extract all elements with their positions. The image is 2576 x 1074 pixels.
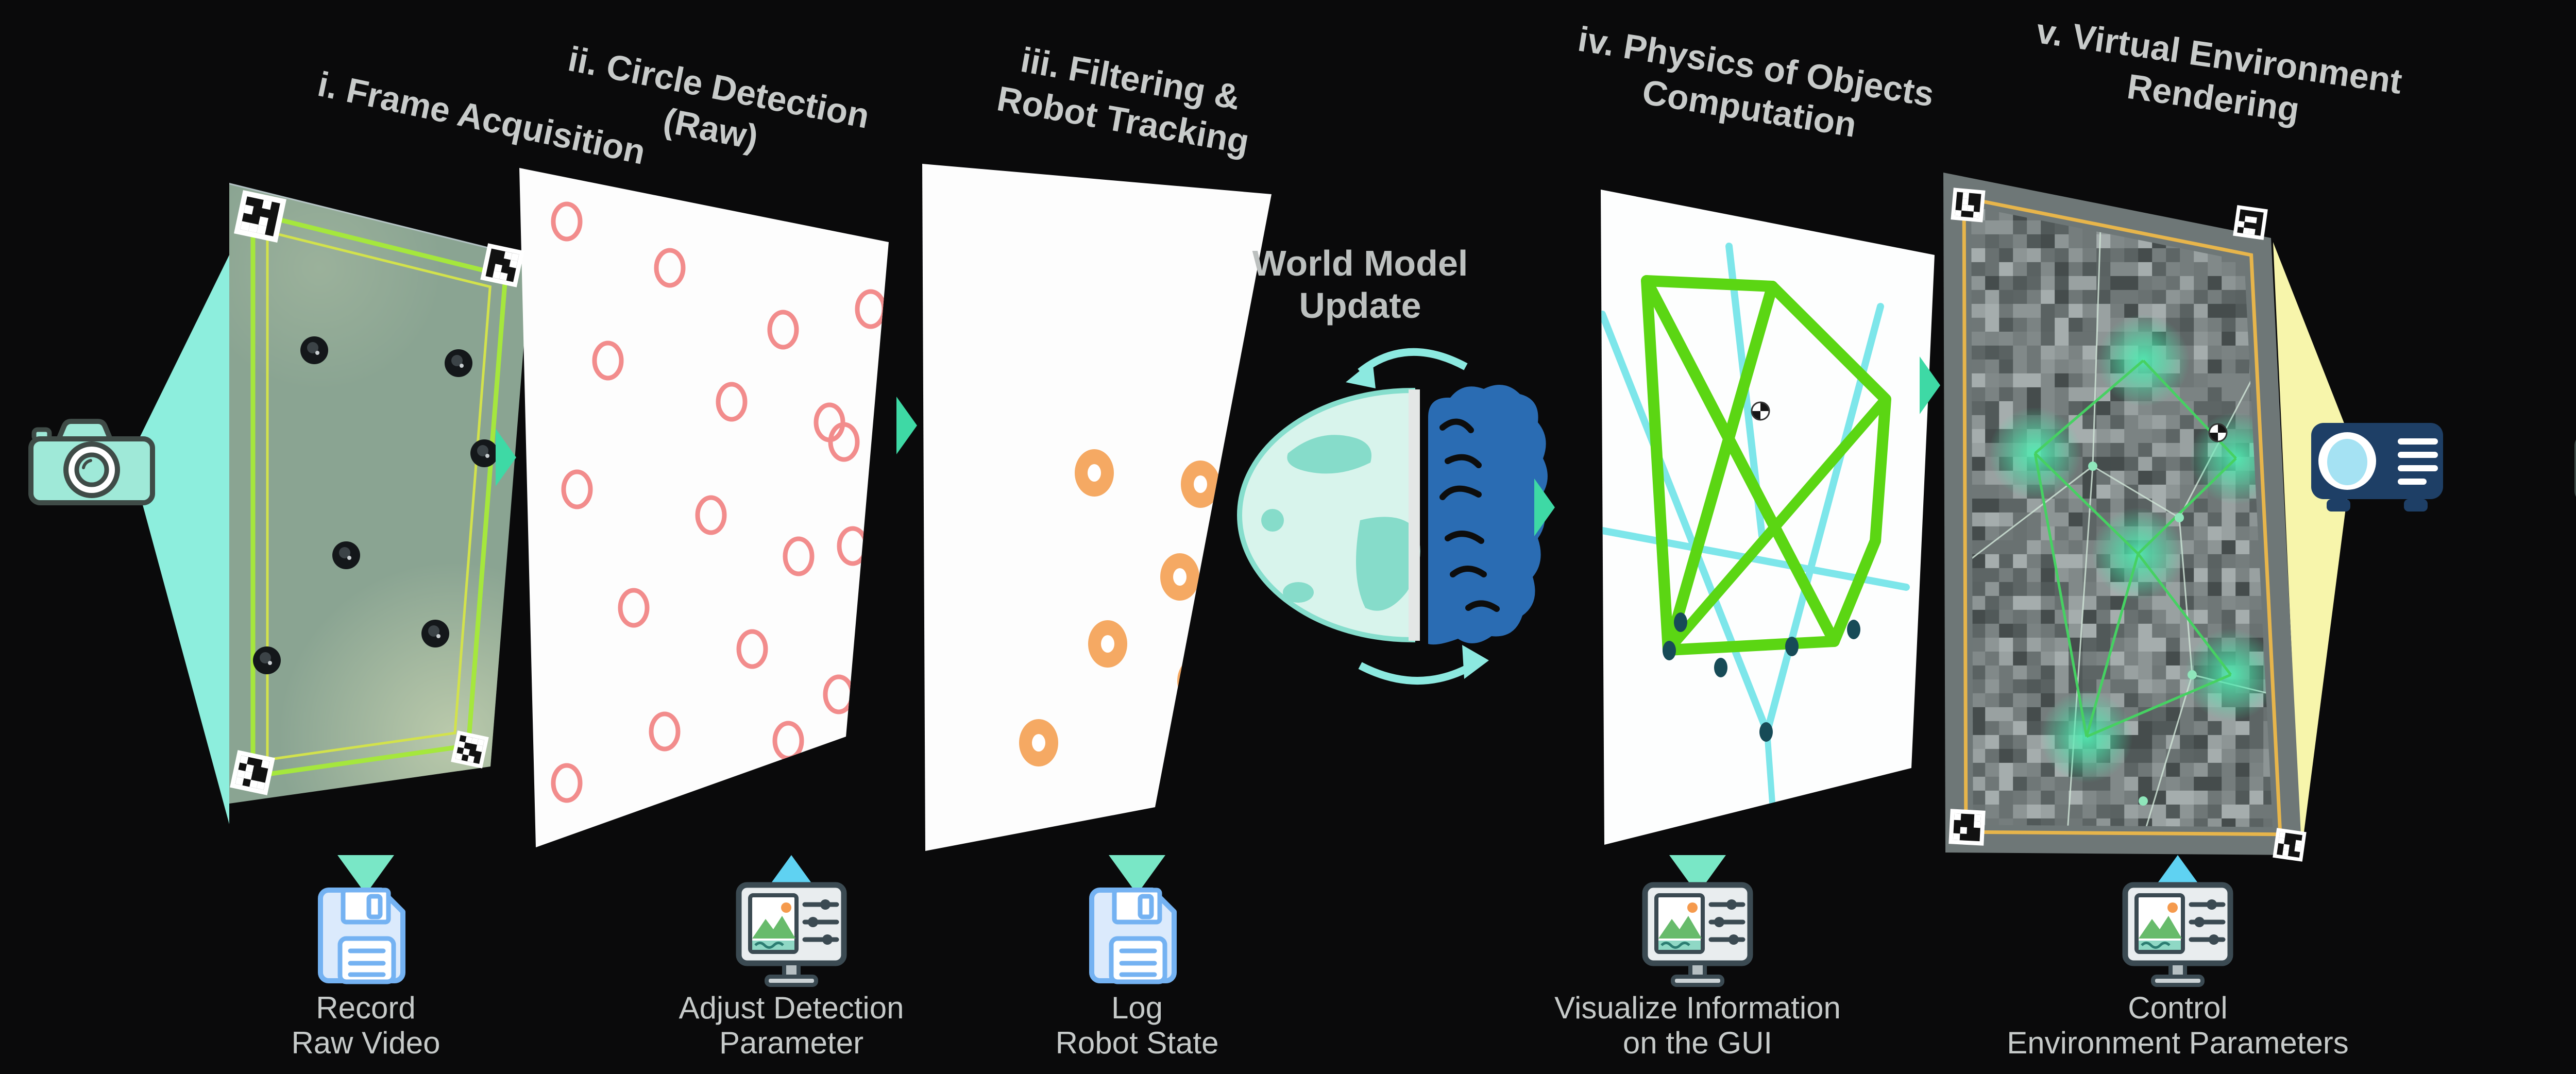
globe-brain-icon — [1237, 348, 1548, 685]
panel-filtering-tracking — [922, 164, 1272, 851]
brain-icon — [1428, 385, 1548, 645]
io-visualize-gui: Visualize Information on the GUI — [1554, 855, 1841, 1060]
io-label: Adjust Detection — [679, 991, 904, 1025]
io-adjust-detection: Adjust Detection Parameter — [679, 855, 904, 1060]
io-control-environment: Control Environment Parameters — [2007, 855, 2349, 1060]
center-of-mass-marker — [2208, 423, 2228, 442]
floppy-disk-icon — [1092, 890, 1174, 982]
aruco-markers — [230, 187, 2307, 862]
panel-physics-computation — [1601, 190, 1935, 845]
raw-detected-circles — [551, 201, 887, 803]
io-label: on the GUI — [1623, 1026, 1772, 1060]
io-label: Visualize Information — [1554, 991, 1841, 1025]
cycle-arrow-bottom — [1358, 661, 1477, 685]
io-label: Control — [2128, 991, 2227, 1025]
center-of-mass-marker — [1751, 401, 1770, 421]
aruco-marker-icon — [1951, 187, 1986, 223]
flow-arrow-2 — [896, 397, 917, 454]
panel-circle-detection — [519, 168, 889, 847]
down-arrow-icon — [337, 855, 394, 894]
io-row: Record Raw Video Adjust Detection Parame… — [291, 855, 2349, 1060]
io-label: Robot State — [1056, 1026, 1219, 1060]
io-label: Log — [1111, 991, 1163, 1025]
world-model-update: World Model Update — [1237, 243, 1548, 685]
projector-beam — [2273, 242, 2348, 856]
panel-frame-acquisition — [229, 183, 531, 804]
io-label: Raw Video — [291, 1026, 440, 1060]
panel-virtual-rendering — [1943, 173, 2302, 855]
io-label: Parameter — [719, 1026, 863, 1060]
virtual-object-links — [2033, 360, 2237, 738]
io-log-robot-state: Log Robot State — [1056, 855, 1219, 1060]
down-arrow-icon — [1109, 855, 1165, 894]
aruco-marker-icon — [233, 190, 287, 243]
camera-light-cone-left — [130, 255, 229, 824]
flow-arrow-4 — [1534, 479, 1555, 536]
world-model-title-line1: World Model — [1252, 243, 1468, 283]
flow-arrow-5 — [1920, 356, 1940, 414]
aruco-marker-icon — [2233, 205, 2268, 240]
aruco-marker-icon — [2273, 828, 2307, 862]
photo-robots — [253, 336, 498, 674]
floppy-disk-icon — [320, 890, 403, 982]
down-arrow-icon — [1669, 855, 1726, 894]
io-label: Environment Parameters — [2007, 1026, 2349, 1060]
filtered-robot-markers — [1019, 449, 1220, 766]
aruco-marker-icon — [230, 750, 275, 795]
world-model-title-line2: Update — [1299, 285, 1421, 326]
projector-icon — [2311, 423, 2443, 512]
flow-arrow-1 — [496, 429, 516, 486]
aruco-marker-icon — [1948, 809, 1986, 846]
aruco-marker-icon — [480, 243, 524, 287]
aruco-marker-icon — [451, 730, 489, 769]
io-label: Record — [316, 991, 415, 1025]
io-record-raw-video: Record Raw Video — [291, 855, 440, 1060]
